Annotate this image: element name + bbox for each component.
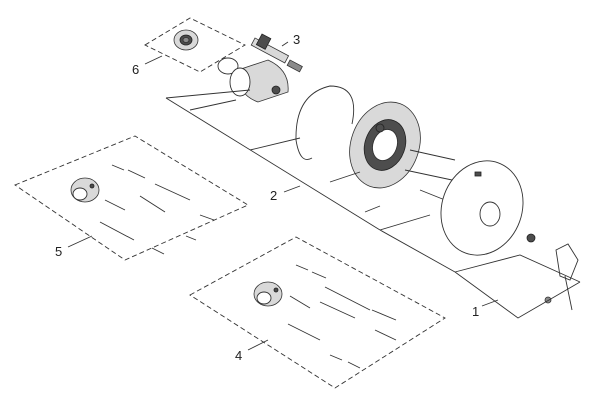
cartridge-spindle-part [250,33,303,73]
diverter-body-part-4 [253,281,283,307]
long-screws-part [404,149,456,201]
rods-set-4 [287,264,397,369]
callout-2: 2 [270,188,277,203]
back-plate-part [349,101,421,189]
callout-3: 3 [293,32,300,47]
kit-box-5 [14,135,249,261]
diverter-body-part-5 [70,177,100,203]
retaining-ring-part [295,85,355,160]
handle-lever-part [526,233,579,311]
callout-5: 5 [55,244,62,259]
callout-1: 1 [472,304,479,319]
parts-axis-frame [165,89,456,273]
callout-4: 4 [235,348,242,363]
kit-box-6 [144,17,246,73]
kit-box-4 [189,236,446,389]
rods-set-5 [99,164,215,255]
sleeve-part [229,59,289,103]
cover-plate-part [440,160,524,256]
handle-group-frame [454,254,581,319]
cap-nut-part [173,29,199,51]
callout-6: 6 [132,62,139,77]
o-ring-part [217,57,239,75]
